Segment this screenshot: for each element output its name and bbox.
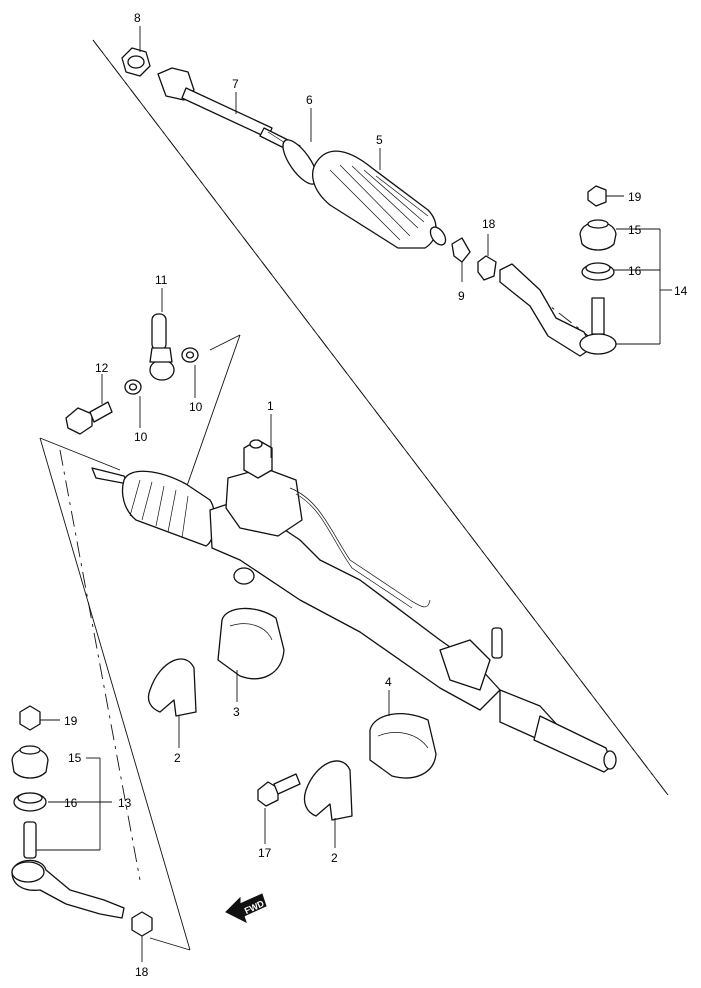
callout-18-lower: 18 [135, 965, 149, 979]
fwd-arrow-icon: FWD [225, 893, 267, 923]
callout-18-upper: 18 [482, 217, 496, 231]
callout-6: 6 [306, 93, 313, 107]
part-16-boot-lower [13, 792, 47, 812]
callout-2-left: 2 [174, 751, 181, 765]
callout-16-lower: 16 [64, 796, 78, 810]
callout-1: 1 [267, 399, 274, 413]
part-10-washer-b [124, 379, 142, 395]
part-15-cover-upper [579, 219, 617, 251]
part-17-bolt [257, 773, 301, 807]
part-1-steering-gear [91, 439, 617, 773]
callout-9: 9 [458, 289, 465, 303]
callout-19-lower: 19 [64, 714, 78, 728]
callout-11: 11 [155, 273, 168, 287]
callout-3: 3 [233, 705, 240, 719]
part-19-nut-lower [19, 705, 41, 731]
part-16-boot-upper [581, 262, 615, 281]
construction-lines [39, 39, 669, 951]
part-3-bushing [217, 607, 285, 680]
part-4-bushing [369, 713, 437, 779]
callout-17: 17 [258, 846, 272, 860]
callout-10-b: 10 [134, 430, 148, 444]
callout-13: 13 [118, 796, 132, 810]
part-5-boot [312, 150, 447, 249]
callout-10-a: 10 [189, 400, 203, 414]
part-2-bracket-right [303, 760, 353, 821]
callout-12: 12 [95, 361, 109, 375]
part-9-clip [451, 237, 471, 263]
callout-16-upper: 16 [628, 264, 642, 278]
part-12-bolt [65, 401, 113, 435]
callout-4: 4 [385, 675, 392, 689]
callout-5: 5 [376, 133, 383, 147]
leader-lines [36, 26, 672, 962]
part-13-tie-rod-end-lower [11, 821, 125, 919]
callout-14: 14 [674, 284, 688, 298]
callout-19-upper: 19 [628, 190, 642, 204]
callout-8: 8 [134, 11, 141, 25]
part-18-nut-upper [477, 255, 497, 281]
part-15-cover-lower [11, 745, 49, 779]
callout-15-upper: 15 [628, 223, 642, 237]
part-14-tie-rod-end-upper [499, 263, 617, 357]
part-2-bracket-left [147, 658, 197, 717]
part-11-union-bolt [149, 313, 175, 381]
callout-15-lower: 15 [68, 751, 82, 765]
part-10-washer-a [181, 347, 199, 363]
part-7-tie-rod [157, 67, 301, 155]
part-19-nut-upper [587, 185, 607, 207]
callout-labels: 8 7 6 5 18 9 19 15 16 14 11 10 10 12 1 3… [64, 11, 688, 979]
part-18-nut-lower [131, 911, 153, 937]
callout-2-right: 2 [331, 851, 338, 865]
part-8-lock-nut [121, 47, 151, 77]
callout-7: 7 [232, 77, 239, 91]
